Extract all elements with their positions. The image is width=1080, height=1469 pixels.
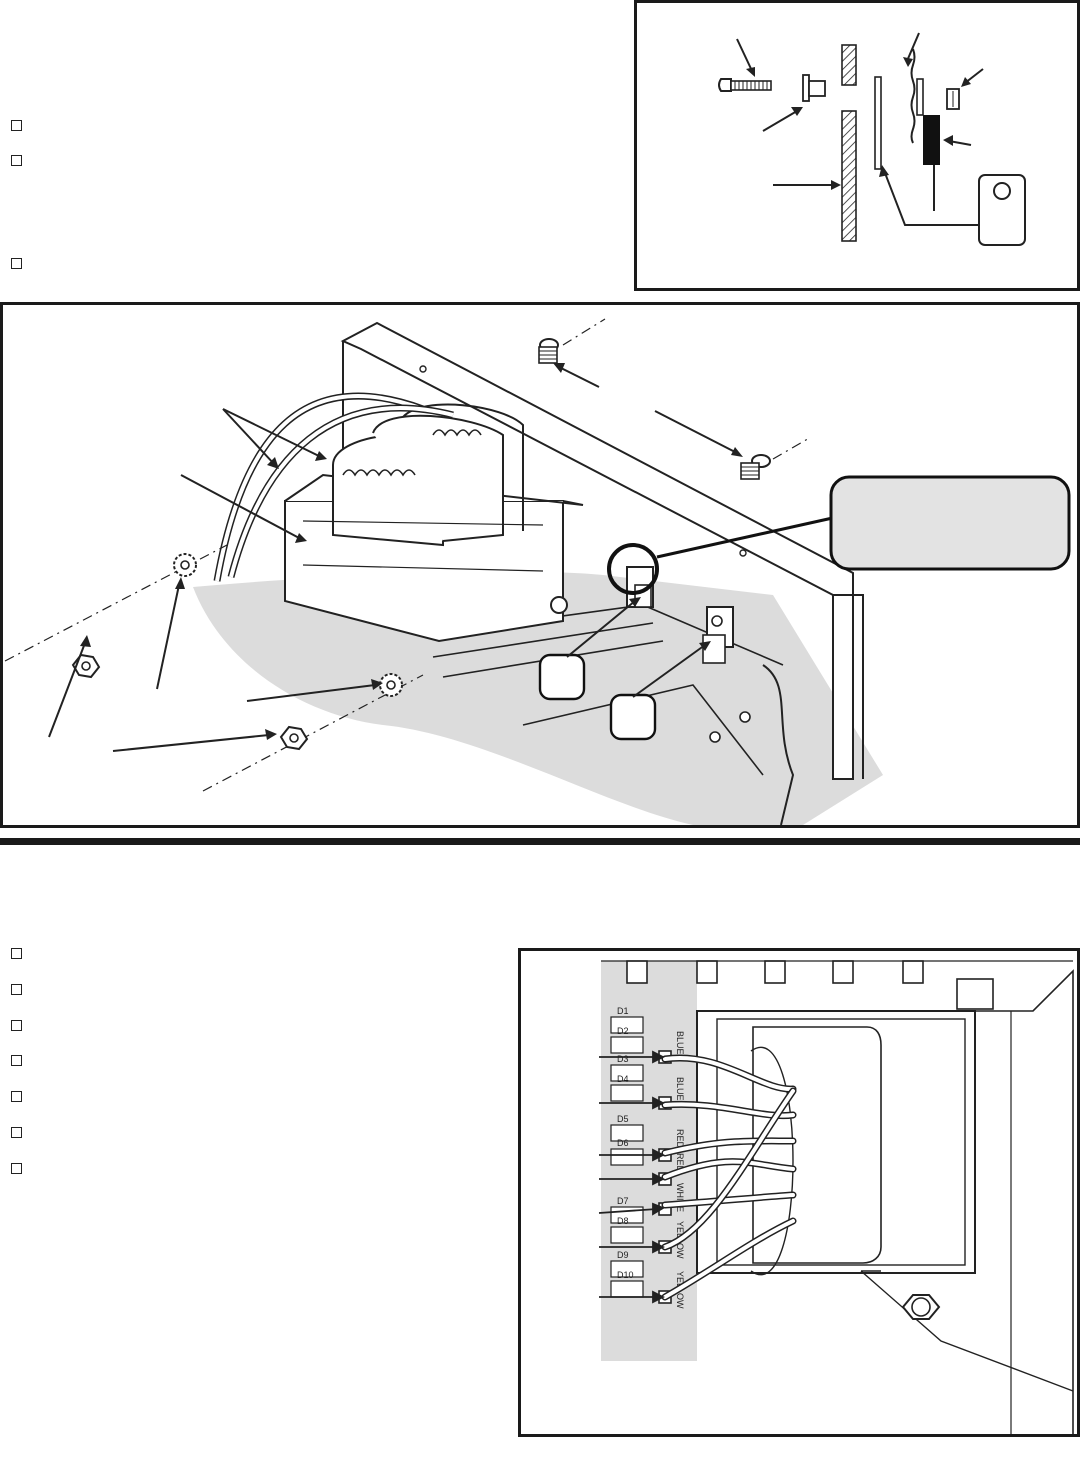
transformer-icon — [284, 403, 584, 643]
nut-icon — [946, 88, 960, 110]
checkbox-top-2[interactable] — [11, 155, 22, 166]
diode-outline — [610, 1036, 644, 1054]
hex-nut-1 — [71, 653, 101, 679]
arrow-to-washer — [762, 110, 798, 132]
insulator — [874, 76, 882, 170]
chassis-panel — [841, 44, 857, 242]
diode-label: D4 — [617, 1074, 629, 1084]
diode-outline — [610, 1226, 644, 1244]
diode-outline — [610, 1280, 644, 1298]
mounting-screw-2 — [740, 454, 771, 480]
section-divider — [0, 838, 1080, 845]
diode-outline — [610, 1260, 644, 1278]
arrow-to-wires-b — [222, 408, 322, 458]
diode-outline — [610, 1124, 644, 1142]
ref-marker-a — [538, 653, 586, 701]
diode-label: D7 — [617, 1196, 629, 1206]
diode-label: D1 — [617, 1006, 629, 1016]
callout-bubble — [829, 475, 1071, 571]
diode-outline — [610, 1148, 644, 1166]
screw-icon — [718, 78, 772, 92]
arrow-to-screw — [736, 38, 754, 74]
transformer-leads — [661, 1054, 797, 1301]
diode-label: D3 — [617, 1054, 629, 1064]
shoulder-washer-icon — [802, 74, 826, 102]
diode-label: D6 — [617, 1138, 629, 1148]
checkbox-bottom-5[interactable] — [11, 1091, 22, 1102]
wire-color-label: RED — [675, 1129, 685, 1149]
lock-washer-1 — [173, 553, 197, 577]
diode-label: D2 — [617, 1026, 629, 1036]
lock-washer-2 — [379, 673, 403, 697]
transformer-lead-wires — [213, 392, 454, 582]
transistor-q2 — [702, 606, 734, 664]
ref-marker-b — [609, 693, 657, 741]
mounting-detail-figure — [634, 0, 1080, 291]
mounting-detail-drawing — [718, 32, 1026, 246]
transformer-assembly-figure — [0, 302, 1080, 828]
diode-outline — [610, 1064, 644, 1082]
arrow-to-wires-a — [222, 408, 276, 466]
diode-outline — [610, 1016, 644, 1034]
arrow-to-transformer — [180, 474, 302, 540]
transformer-assembly-drawing — [4, 318, 1071, 825]
mounting-bolt-icon — [901, 1294, 941, 1320]
mounting-screw-1 — [538, 338, 559, 364]
insulator-shape-callout — [879, 165, 1026, 246]
transformer-body — [696, 969, 1074, 1434]
diode-label: D9 — [617, 1250, 629, 1260]
wire-color-label: BLUE — [675, 1077, 685, 1101]
hex-nut-2 — [279, 725, 309, 751]
checkbox-bottom-2[interactable] — [11, 984, 22, 995]
checkbox-bottom-4[interactable] — [11, 1055, 22, 1066]
checkbox-top-3[interactable] — [11, 258, 22, 269]
wire-color-label: BLUE — [675, 1031, 685, 1055]
diode-label: D10 — [617, 1270, 634, 1280]
transistor-icon — [910, 48, 940, 211]
diode-label: D8 — [617, 1216, 629, 1226]
checkbox-top-1[interactable] — [11, 120, 22, 131]
arrow-to-transistor-tab — [906, 32, 920, 62]
diode-label: D5 — [617, 1114, 629, 1124]
pad-arrows — [598, 1050, 666, 1304]
checkbox-bottom-6[interactable] — [11, 1127, 22, 1138]
checkbox-bottom-7[interactable] — [11, 1163, 22, 1174]
diode-outline — [610, 1084, 644, 1102]
zoom-circle — [607, 543, 659, 595]
wire-color-label: WHITE — [675, 1183, 685, 1212]
checkbox-bottom-1[interactable] — [11, 948, 22, 959]
checkbox-bottom-3[interactable] — [11, 1020, 22, 1031]
wire-color-label: RED — [675, 1153, 685, 1173]
